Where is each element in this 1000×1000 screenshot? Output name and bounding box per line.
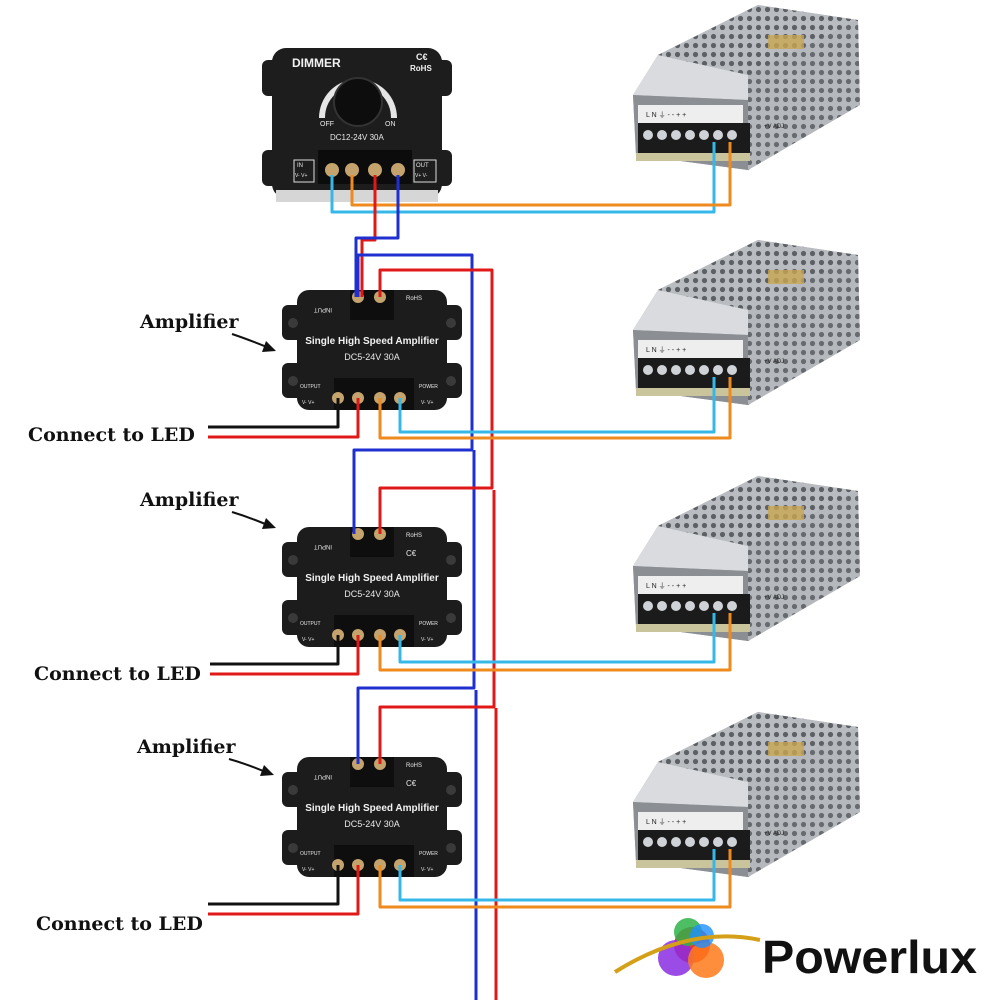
wire-red-bus-1 xyxy=(378,268,494,534)
amp-2-rohs: RoHS xyxy=(406,533,422,539)
amp-1-rating: DC5-24V 30A xyxy=(344,352,400,362)
wire-blue-bus-2 xyxy=(356,450,476,764)
wire-cyan-amp1-psu2 xyxy=(398,377,716,434)
psu-4-adj-label: +V ADJ xyxy=(764,831,784,837)
amplifier-module-2: Single High Speed Amplifier DC5-24V 30A … xyxy=(282,527,462,647)
logo-icon xyxy=(613,918,761,978)
led-label-1: Connect to LED xyxy=(28,424,195,446)
psu-4-terminal-labels: L N ⏚ - - + + xyxy=(646,818,686,826)
amp-3-rating: DC5-24V 30A xyxy=(344,819,400,829)
amp-3-output-label: OUTPUT xyxy=(300,851,321,857)
power-supply-2: L N ⏚ - - + + +V ADJ xyxy=(633,240,860,405)
amplifier-module-3: Single High Speed Amplifier DC5-24V 30A … xyxy=(282,757,462,877)
arrow-head-icon xyxy=(262,341,276,352)
amp-3-ce-mark: C€ xyxy=(406,779,417,788)
power-supply-3: L N ⏚ - - + + +V ADJ xyxy=(633,476,860,641)
amp-2-title: Single High Speed Amplifier xyxy=(305,573,439,584)
amplifier-module-1: Single High Speed Amplifier DC5-24V 30A … xyxy=(282,290,462,410)
dimmer-in-label: IN xyxy=(297,163,303,169)
amp-3-power-pins: V- V+ xyxy=(421,867,433,873)
dimmer-off-label: OFF xyxy=(320,121,334,128)
psu-3-terminal-labels: L N ⏚ - - + + xyxy=(646,582,686,590)
dimmer-knob xyxy=(333,77,383,127)
dimmer-rohs: RoHS xyxy=(410,64,432,73)
amp-3-rohs: RoHS xyxy=(406,763,422,769)
wires xyxy=(208,142,732,1000)
wire-black-led2 xyxy=(210,635,340,666)
power-supply-1: L N ⏚ - - + + +V ADJ xyxy=(633,5,860,170)
wire-red-led3 xyxy=(208,865,360,916)
wire-red-led1 xyxy=(208,398,360,439)
amplifier-label-1: Amplifier xyxy=(139,311,239,333)
amp-3-output-pins: V- V+ xyxy=(302,867,314,873)
arrow-head-icon xyxy=(262,518,276,529)
amp-1-output-pins: V- V+ xyxy=(302,400,314,406)
wire-red-dimmer-out xyxy=(360,175,377,297)
dimmer-title: DIMMER xyxy=(292,56,341,70)
amp-3-title: Single High Speed Amplifier xyxy=(305,803,439,814)
amp-2-output-pins: V- V+ xyxy=(302,637,314,643)
wire-red-bus-2 xyxy=(378,490,496,764)
wire-orange-psu1 xyxy=(350,142,732,207)
amp-1-rohs: RoHS xyxy=(406,296,422,302)
amp-2-rating: DC5-24V 30A xyxy=(344,589,400,599)
dimmer-module: DIMMER C€ RoHS OFF ON DC12-24V 30A IN V-… xyxy=(262,48,452,202)
brand-name: Powerlux xyxy=(762,931,977,983)
psu-3-adj-label: +V ADJ xyxy=(764,595,784,601)
wire-orange-amp3-psu4 xyxy=(378,849,732,909)
amp-2-input-label: INPUT xyxy=(314,543,332,549)
wire-red-led2 xyxy=(210,635,360,676)
amp-1-power-label: POWER xyxy=(419,384,438,390)
amp-2-ce-mark: C€ xyxy=(406,549,417,558)
dimmer-out-pins: V+ V- xyxy=(415,173,428,179)
dimmer-out-label: OUT xyxy=(416,163,429,169)
led-label-3: Connect to LED xyxy=(36,913,203,935)
arrow-head-icon xyxy=(260,765,274,776)
amp-1-title: Single High Speed Amplifier xyxy=(305,336,439,347)
amp-3-input-label: INPUT xyxy=(314,773,332,779)
dimmer-on-label: ON xyxy=(385,121,396,128)
wire-cyan-psu1 xyxy=(330,142,716,214)
amp-1-input-label: INPUT xyxy=(314,306,332,312)
wire-cyan-amp2-psu3 xyxy=(398,613,716,664)
amp-1-output-label: OUTPUT xyxy=(300,384,321,390)
wire-orange-amp1-psu2 xyxy=(378,377,732,440)
amplifier-label-3: Amplifier xyxy=(136,736,236,758)
amp-1-power-pins: V- V+ xyxy=(421,400,433,406)
amp-2-power-label: POWER xyxy=(419,621,438,627)
wire-orange-amp2-psu3 xyxy=(378,613,732,672)
power-supply-4: L N ⏚ - - + + +V ADJ xyxy=(633,712,860,877)
wire-blue-dimmer-out xyxy=(354,175,400,297)
wire-blue-bus-1 xyxy=(352,253,474,534)
psu-1-terminal-labels: L N ⏚ - - + + xyxy=(646,111,686,119)
psu-1-adj-label: +V ADJ xyxy=(764,124,784,130)
dimmer-ce-mark: C€ xyxy=(416,52,428,62)
dimmer-in-pins: V- V+ xyxy=(295,173,307,179)
powerlux-logo: Powerlux xyxy=(613,918,977,983)
dimmer-rating: DC12-24V 30A xyxy=(330,133,384,142)
led-label-2: Connect to LED xyxy=(34,663,201,685)
wire-black-led1 xyxy=(208,398,340,429)
psu-2-adj-label: +V ADJ xyxy=(764,359,784,365)
amp-3-power-label: POWER xyxy=(419,851,438,857)
wire-black-led3 xyxy=(208,865,340,906)
amp-2-power-pins: V- V+ xyxy=(421,637,433,643)
wire-cyan-amp3-psu4 xyxy=(398,849,716,902)
amp-2-output-label: OUTPUT xyxy=(300,621,321,627)
amplifier-label-2: Amplifier xyxy=(139,489,239,511)
psu-2-terminal-labels: L N ⏚ - - + + xyxy=(646,346,686,354)
